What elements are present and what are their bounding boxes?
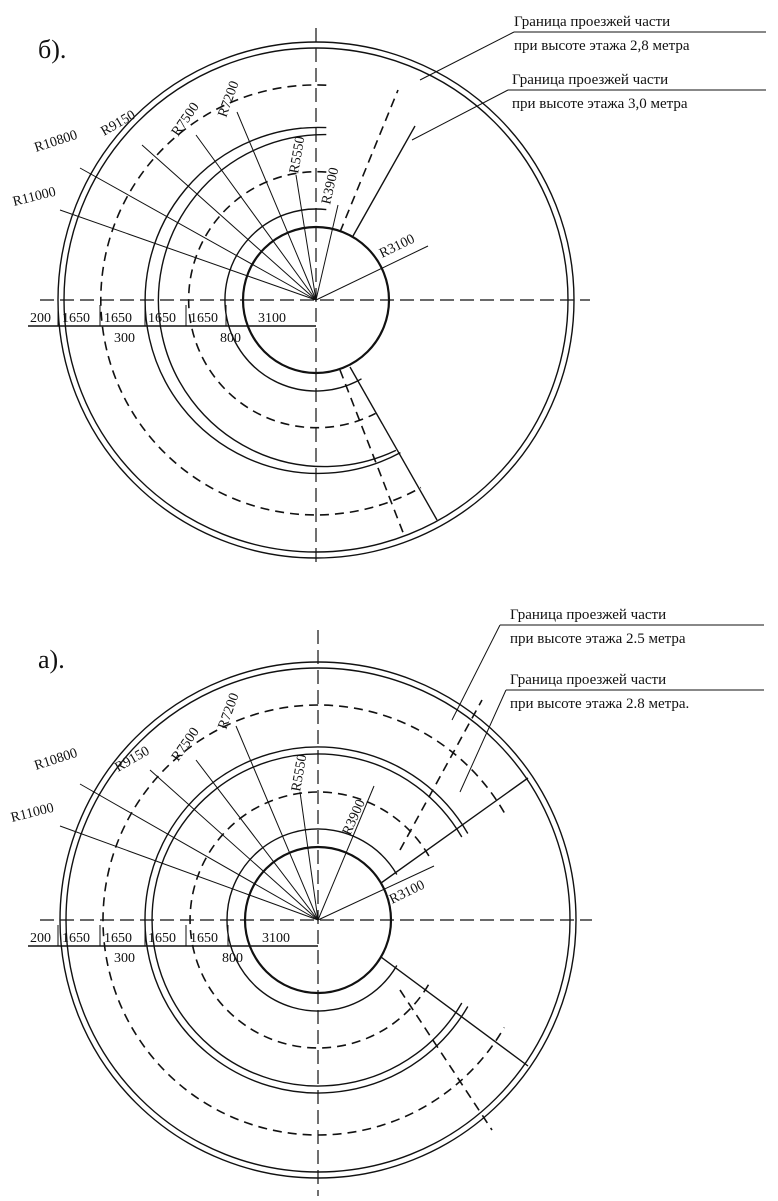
radius-label-r7200: R7200 bbox=[216, 691, 243, 731]
dim-1650-c: 1650 bbox=[148, 311, 176, 326]
leader-r10800 bbox=[79, 167, 317, 301]
dim-200: 200 bbox=[30, 311, 51, 326]
annotation-2-line2: при высоте этажа 2.8 метра. bbox=[510, 696, 689, 712]
dim-1650-a: 1650 bbox=[62, 311, 90, 326]
leader-r7500 bbox=[195, 134, 317, 301]
boundary-line-upper-dashed bbox=[339, 89, 399, 233]
outer-circle-r10800 bbox=[63, 47, 569, 553]
leader-r7200 bbox=[235, 725, 319, 921]
boundary-line-upper bbox=[352, 125, 416, 237]
radius-label-r10800: R10800 bbox=[33, 746, 80, 774]
leader-r3100 bbox=[315, 245, 429, 301]
dashed-arc-r9150 bbox=[99, 84, 422, 516]
dim-300: 300 bbox=[114, 331, 135, 346]
radius-label-r11000: R11000 bbox=[11, 185, 57, 210]
radius-label-r3100: R3100 bbox=[377, 232, 417, 262]
annotation-2-line1: Граница проезжей части bbox=[510, 672, 666, 688]
leader-r3900 bbox=[317, 785, 375, 921]
annotation-1-leader bbox=[419, 31, 515, 81]
annotation-2-line1: Граница проезжей части bbox=[512, 72, 668, 88]
boundary-line-upper-dashed bbox=[399, 699, 483, 851]
dim-1650-b: 1650 bbox=[104, 311, 132, 326]
solid-arc-r3900 bbox=[226, 828, 398, 1012]
solid-arc-r7200 bbox=[151, 753, 463, 1087]
radius-label-r3100: R3100 bbox=[387, 878, 427, 908]
solid-arc-r3900 bbox=[224, 208, 362, 392]
dim-1650-b: 1650 bbox=[104, 931, 132, 946]
dashed-arc-r5550 bbox=[189, 791, 430, 1049]
leader-r7200 bbox=[236, 111, 317, 301]
boundary-line-lower bbox=[349, 366, 438, 521]
core-circle-r3100 bbox=[243, 845, 393, 995]
leader-r11000 bbox=[59, 209, 317, 301]
leader-r9150 bbox=[149, 769, 319, 921]
boundary-line-lower-dashed bbox=[399, 989, 493, 1131]
diagram-b-label: б). bbox=[38, 35, 66, 64]
dim-300: 300 bbox=[114, 951, 135, 966]
annotation-2-leader bbox=[459, 689, 507, 793]
outer-circle-r11000 bbox=[59, 661, 577, 1179]
radius-label-r3900: R3900 bbox=[340, 797, 369, 837]
diagram-a-label: а). bbox=[38, 645, 65, 674]
dim-3100: 3100 bbox=[262, 931, 290, 946]
radius-label-r11000: R11000 bbox=[9, 801, 55, 826]
annotation-2-line2: при высоте этажа 3,0 метра bbox=[512, 96, 688, 112]
dim-1650-d: 1650 bbox=[190, 931, 218, 946]
solid-arc-r7500 bbox=[144, 746, 469, 1094]
radius-label-r10800: R10800 bbox=[33, 128, 80, 156]
core-circle-r3100 bbox=[241, 225, 391, 375]
radius-label-r7500: R7500 bbox=[169, 725, 203, 764]
annotation-1-leader bbox=[451, 624, 501, 721]
leader-r3100 bbox=[317, 865, 435, 921]
leader-r9150 bbox=[141, 144, 317, 301]
leader-r5550 bbox=[299, 791, 319, 921]
boundary-line-upper bbox=[380, 777, 529, 884]
leader-r5550 bbox=[295, 174, 317, 301]
dashed-arc-r9150 bbox=[102, 704, 505, 1136]
dim-800: 800 bbox=[222, 951, 243, 966]
leader-r7500 bbox=[195, 759, 319, 921]
radius-label-r5550: R5550 bbox=[287, 135, 308, 174]
annotation-1-line2: при высоте этажа 2,8 метра bbox=[514, 38, 690, 54]
annotation-1-line1: Граница проезжей части bbox=[514, 14, 670, 30]
radius-label-r7200: R7200 bbox=[216, 79, 243, 119]
solid-arc-r7500 bbox=[144, 126, 401, 475]
radius-label-r5550: R5550 bbox=[289, 753, 310, 792]
leader-r11000 bbox=[59, 825, 319, 921]
solid-arc-r7200 bbox=[157, 133, 397, 468]
boundary-line-lower bbox=[380, 956, 529, 1067]
annotation-1-line1: Граница проезжей части bbox=[510, 607, 666, 623]
dim-3100: 3100 bbox=[258, 311, 286, 326]
annotation-2-leader bbox=[411, 89, 509, 141]
diagram-a: а). R11000 R10800 R9150 R7500 bbox=[9, 607, 764, 1196]
dim-1650-c: 1650 bbox=[148, 931, 176, 946]
diagram-b: б). R11000 R10800 R9150 R7500 bbox=[11, 14, 766, 566]
annotation-1-line2: при высоте этажа 2.5 метра bbox=[510, 631, 686, 647]
dim-800: 800 bbox=[220, 331, 241, 346]
dim-1650-d: 1650 bbox=[190, 311, 218, 326]
dim-1650-a: 1650 bbox=[62, 931, 90, 946]
outer-circle-r10800 bbox=[65, 667, 571, 1173]
boundary-line-lower-dashed bbox=[339, 369, 405, 536]
outer-circle-r11000 bbox=[57, 41, 575, 559]
dim-200: 200 bbox=[30, 931, 51, 946]
leader-r3900 bbox=[315, 204, 339, 301]
leader-r10800 bbox=[79, 783, 319, 921]
